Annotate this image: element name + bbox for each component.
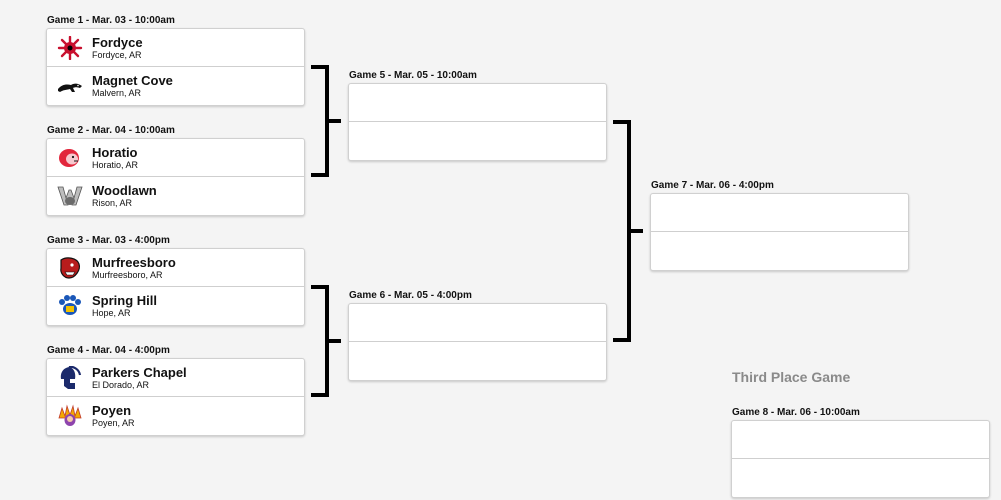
- team-name: Poyen: [92, 403, 132, 418]
- team-name: Horatio: [92, 145, 138, 160]
- team-location: Horatio, AR: [92, 160, 139, 170]
- game-4-team-poyen[interactable]: Poyen Poyen, AR: [47, 397, 304, 435]
- game-2-label: Game 2 - Mar. 04 - 10:00am: [47, 125, 175, 136]
- team-location: Malvern, AR: [92, 88, 142, 98]
- team-name: Murfreesboro: [92, 255, 176, 270]
- team-name: Magnet Cove: [92, 73, 173, 88]
- game-2-card[interactable]: Horatio Horatio, AR Woodlawn Rison, AR: [46, 138, 305, 216]
- bracket-connector-tick: [329, 339, 341, 343]
- game-2-team-horatio[interactable]: Horatio Horatio, AR: [47, 139, 304, 177]
- lion-icon: [59, 149, 79, 167]
- game-5-card[interactable]: [348, 83, 607, 161]
- game-1-label: Game 1 - Mar. 03 - 10:00am: [47, 15, 175, 26]
- game-5-team-slot-top[interactable]: [349, 84, 606, 122]
- game-3-team-murfreesboro[interactable]: Murfreesboro Murfreesboro, AR: [47, 249, 304, 287]
- rattler-icon: [60, 257, 80, 279]
- woodlawn-w-icon: [57, 186, 83, 206]
- game-4-team-parkers-chapel[interactable]: Parkers Chapel El Dorado, AR: [47, 359, 304, 397]
- team-location: El Dorado, AR: [92, 380, 150, 390]
- team-name: Woodlawn: [92, 183, 157, 198]
- game-4-card[interactable]: Parkers Chapel El Dorado, AR Poyen Poyen…: [46, 358, 305, 436]
- team-location: Rison, AR: [92, 198, 133, 208]
- game-3-label: Game 3 - Mar. 03 - 4:00pm: [47, 235, 170, 246]
- game-1-team-magnet-cove[interactable]: Magnet Cove Malvern, AR: [47, 67, 304, 105]
- bracket-connector-tick: [329, 119, 341, 123]
- team-location: Murfreesboro, AR: [92, 270, 163, 280]
- game-7-label: Game 7 - Mar. 06 - 4:00pm: [651, 180, 774, 191]
- game-6-card[interactable]: [348, 303, 607, 381]
- indian-headdress-icon: [58, 404, 82, 426]
- game-6-label: Game 6 - Mar. 05 - 4:00pm: [349, 290, 472, 301]
- bracket-connector-g5-g6: [613, 120, 631, 342]
- game-5-label: Game 5 - Mar. 05 - 10:00am: [349, 70, 477, 81]
- bear-paw-icon: [59, 295, 81, 315]
- team-location: Hope, AR: [92, 308, 131, 318]
- game-4-label: Game 4 - Mar. 04 - 4:00pm: [47, 345, 170, 356]
- team-name: Spring Hill: [92, 293, 157, 308]
- third-place-title: Third Place Game: [732, 369, 851, 385]
- game-7-team-slot-top[interactable]: [651, 194, 908, 232]
- game-8-card[interactable]: [731, 420, 990, 498]
- game-1-card[interactable]: Fordyce Fordyce, AR Magnet Cove Malvern,…: [46, 28, 305, 106]
- game-3-team-spring-hill[interactable]: Spring Hill Hope, AR: [47, 287, 304, 325]
- game-7-team-slot-bottom[interactable]: [651, 232, 908, 270]
- game-5-team-slot-bottom[interactable]: [349, 122, 606, 160]
- game-8-team-slot-top[interactable]: [732, 421, 989, 459]
- bracket-connector-tick: [631, 229, 643, 233]
- team-location: Poyen, AR: [92, 418, 135, 428]
- game-6-team-slot-bottom[interactable]: [349, 342, 606, 380]
- trojan-helmet-icon: [60, 366, 82, 389]
- team-location: Fordyce, AR: [92, 50, 142, 60]
- bracket-connector-g1-g2: [311, 65, 329, 177]
- game-8-label: Game 8 - Mar. 06 - 10:00am: [732, 407, 860, 418]
- game-6-team-slot-top[interactable]: [349, 304, 606, 342]
- team-name: Parkers Chapel: [92, 365, 187, 380]
- fordyce-redbug-icon: [57, 36, 83, 60]
- game-8-team-slot-bottom[interactable]: [732, 459, 989, 497]
- team-name: Fordyce: [92, 35, 143, 50]
- game-7-card[interactable]: [650, 193, 909, 271]
- bracket-connector-g3-g4: [311, 285, 329, 397]
- game-1-team-fordyce[interactable]: Fordyce Fordyce, AR: [47, 29, 304, 67]
- game-3-card[interactable]: Murfreesboro Murfreesboro, AR Spring Hil…: [46, 248, 305, 326]
- panther-icon: [58, 83, 82, 92]
- game-2-team-woodlawn[interactable]: Woodlawn Rison, AR: [47, 177, 304, 215]
